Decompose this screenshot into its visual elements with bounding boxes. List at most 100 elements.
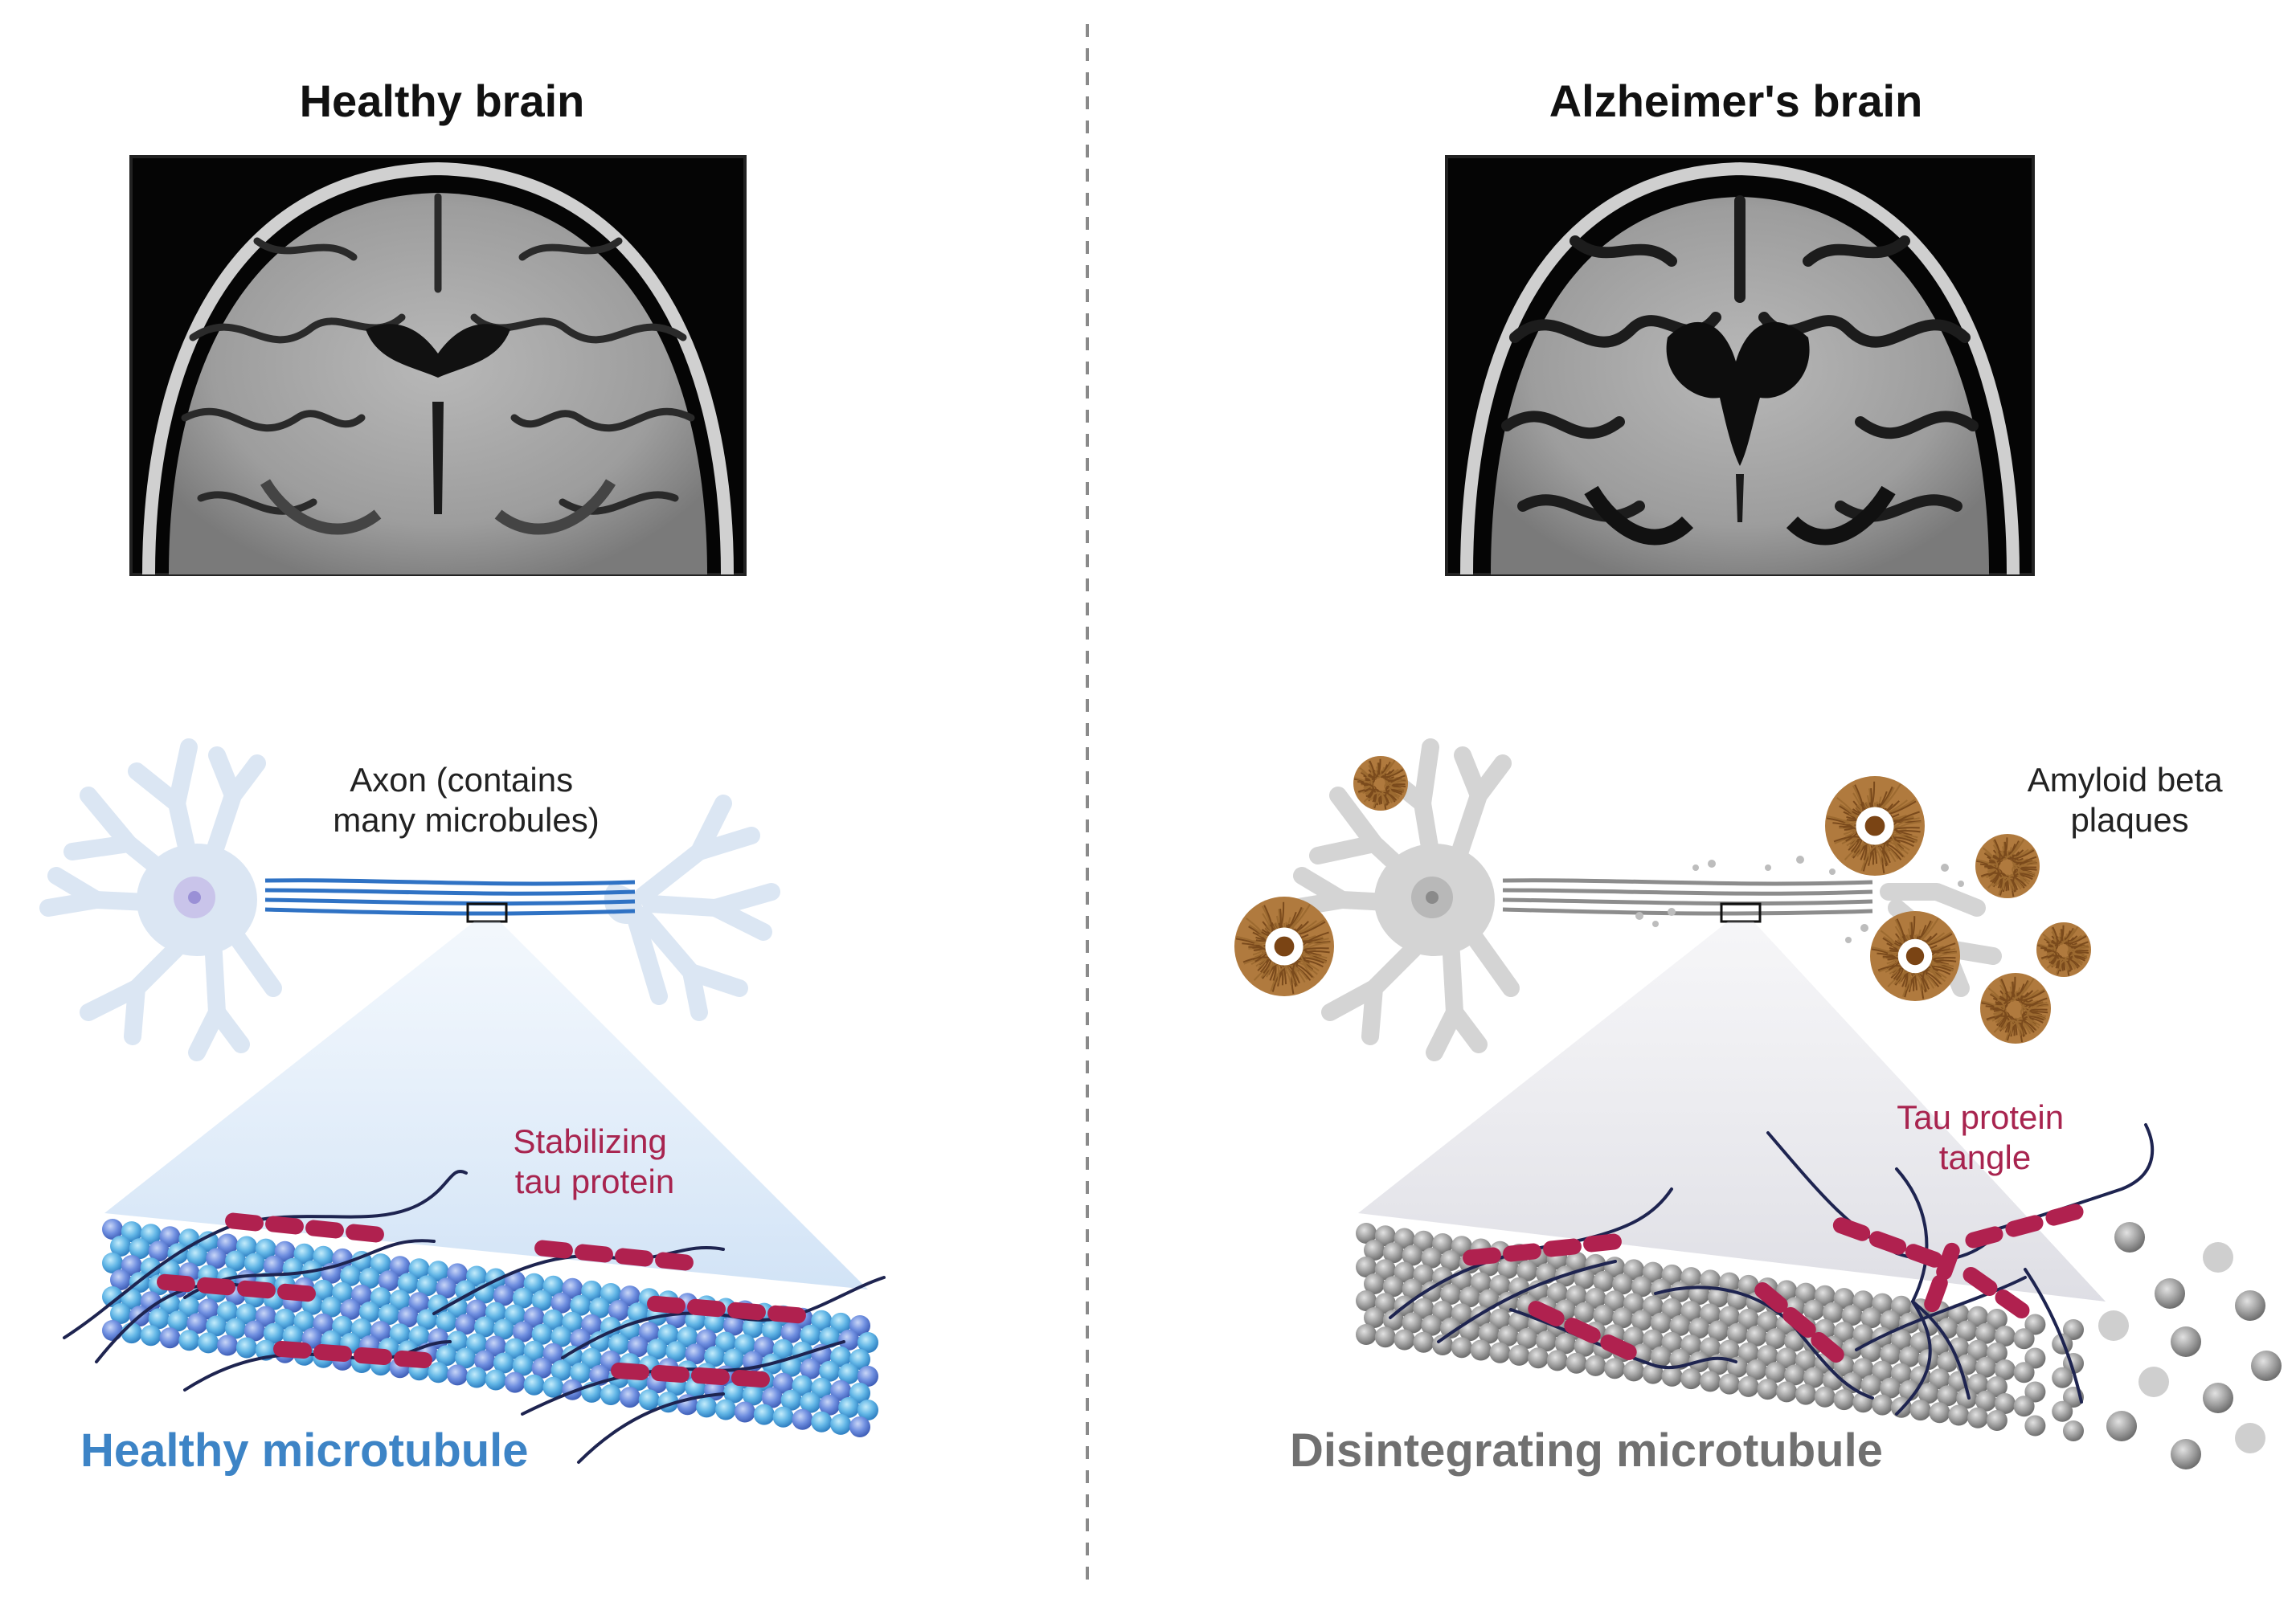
tubulin-bead <box>408 1326 430 1347</box>
tubulin-bead <box>715 1399 737 1420</box>
amyloid-plaque <box>1870 911 1960 1001</box>
tubulin-bead <box>542 1343 564 1364</box>
tubulin-bead <box>800 1324 821 1346</box>
tubulin-bead <box>1470 1339 1492 1361</box>
tubulin-bead <box>1413 1298 1434 1319</box>
tubulin-bead <box>780 1389 802 1411</box>
amyloid-plaque <box>1353 756 1408 811</box>
tubulin-bead <box>512 1355 534 1376</box>
tubulin-bead <box>600 1384 621 1405</box>
tubulin-bead <box>102 1286 123 1307</box>
tubulin-bead <box>1374 1259 1396 1281</box>
tubulin-bead <box>1440 1284 1462 1305</box>
tubulin-bead <box>2024 1415 2046 1437</box>
tubulin-bead <box>1631 1310 1652 1331</box>
tubulin-bead <box>455 1347 477 1369</box>
healthy-ventricle <box>366 324 510 378</box>
tubulin-bead <box>1757 1379 1778 1400</box>
tubulin-bead <box>332 1315 354 1337</box>
tubulin-bead <box>581 1280 603 1302</box>
plaque-fiber <box>2007 980 2030 999</box>
tubulin-bead <box>857 1332 878 1353</box>
tubulin-bead <box>608 1300 629 1321</box>
healthy-brain-mri-image <box>129 155 747 576</box>
tubulin-bead <box>1440 1250 1462 1271</box>
tubulin-bead <box>665 1341 687 1363</box>
tubulin-bead <box>849 1416 870 1437</box>
tubulin-bead <box>838 1396 860 1418</box>
tubulin-bead <box>447 1364 469 1386</box>
tubulin-bead <box>436 1345 457 1367</box>
tubulin-bead <box>1708 1286 1729 1308</box>
healthy-microtubule-label: Healthy microtubule <box>80 1424 529 1477</box>
tubulin-bead <box>1459 1286 1480 1308</box>
plaque-fiber <box>2072 944 2089 964</box>
tubulin-bead <box>1833 1288 1855 1310</box>
tubulin-bead <box>1623 1293 1644 1314</box>
tubulin-bead <box>1382 1310 1404 1331</box>
tubulin-bead <box>1872 1394 1893 1416</box>
tubulin-bead <box>2052 1367 2073 1388</box>
tubulin-bead <box>186 1313 208 1334</box>
tubulin-bead <box>1574 1268 1595 1289</box>
tubulin-bead <box>1680 1334 1702 1356</box>
tubulin-bead <box>562 1311 583 1333</box>
tubulin-bead <box>1776 1381 1798 1403</box>
tubulin-bead <box>1975 1322 1997 1344</box>
tubulin-bead <box>857 1400 878 1420</box>
tubulin-bead <box>159 1226 181 1248</box>
tubulin-bead <box>313 1313 334 1334</box>
tubulin-bead <box>1737 1308 1759 1330</box>
healthy-zoom-cone <box>104 922 868 1289</box>
alzheimers-brain-mri-image <box>1445 155 2035 576</box>
tubulin-bead <box>772 1338 794 1360</box>
tubulin-bead <box>235 1337 257 1359</box>
tubulin-bead <box>1364 1307 1385 1328</box>
plaque-fiber <box>2008 849 2035 860</box>
healthy-neuron <box>39 738 780 1061</box>
tubulin-bead <box>1890 1295 1912 1317</box>
tubulin-bead <box>531 1323 553 1345</box>
plaque-fiber <box>1361 770 1373 791</box>
tubulin-bead <box>1929 1402 1950 1424</box>
tubulin-bead <box>696 1396 718 1418</box>
loose-tubulin-bead <box>2235 1423 2265 1453</box>
tubulin-bead <box>1994 1393 2016 1414</box>
alzheimers-axon <box>1502 878 1873 916</box>
loose-tubulin-bead <box>2203 1383 2233 1413</box>
tubulin-bead <box>167 1310 189 1332</box>
tubulin-bead <box>1432 1334 1454 1355</box>
tubulin-bead <box>1860 1341 1882 1363</box>
tubulin-bead <box>723 1348 745 1370</box>
tubulin-bead <box>1708 1320 1729 1342</box>
tubulin-bead <box>1909 1332 1931 1354</box>
loose-tubulin-bead <box>2171 1439 2201 1469</box>
plaque-fiber <box>2044 949 2058 965</box>
plaque-fiber <box>1999 840 2021 858</box>
tubulin-bead <box>1489 1274 1511 1296</box>
tubulin-bead <box>1852 1290 1874 1312</box>
tubulin-bead <box>550 1359 572 1381</box>
tubulin-bead <box>1402 1278 1423 1300</box>
tubulin-bead <box>1967 1373 1989 1395</box>
tubulin-bead <box>1688 1318 1710 1339</box>
tubulin-bead <box>1650 1346 1672 1367</box>
tubulin-bead <box>1661 1331 1683 1353</box>
plaque-fiber <box>2057 928 2075 943</box>
tubulin-bead <box>819 1394 841 1416</box>
tubulin-bead <box>2063 1319 2084 1340</box>
tubulin-bead <box>627 1336 649 1358</box>
tubulin-bead <box>830 1379 852 1401</box>
tubulin-bead <box>1623 1360 1644 1382</box>
tubulin-bead <box>646 1338 668 1360</box>
tubulin-bead <box>1642 1363 1664 1384</box>
alzheimers-enlarged-ventricle <box>1666 321 1810 466</box>
disintegrating-microtubule-label: Disintegrating microtubule <box>1290 1424 1883 1477</box>
tubulin-bead <box>1909 1400 1931 1421</box>
tubulin-bead <box>1585 1287 1606 1309</box>
tubulin-bead <box>589 1297 611 1318</box>
tubulin-bead <box>121 1322 142 1344</box>
tubulin-bead <box>1746 1359 1767 1380</box>
tubulin-bead <box>1688 1284 1710 1306</box>
tubulin-bead <box>370 1253 391 1275</box>
